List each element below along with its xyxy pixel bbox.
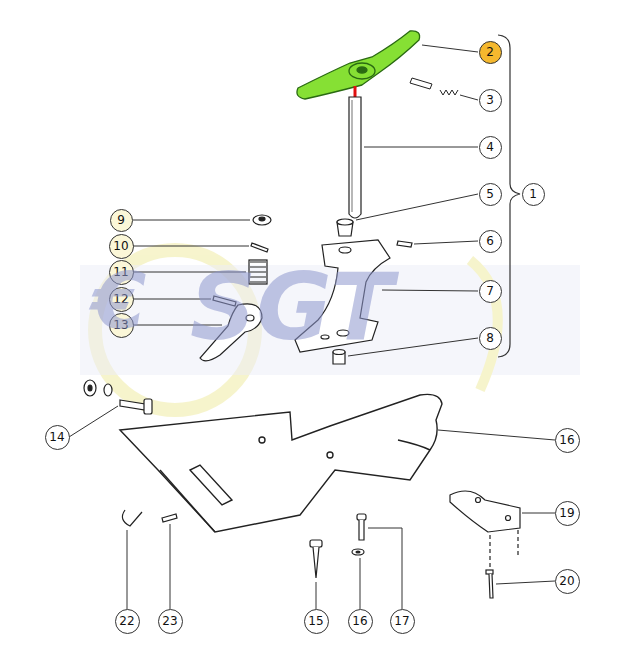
callout-number: 3 (479, 89, 502, 112)
callout-text: 17 (394, 615, 409, 627)
callout-number: 7 (479, 280, 502, 303)
bolt-nut-washer (84, 380, 152, 414)
callout-text: 20 (559, 575, 574, 587)
watermark-text: SGT (190, 262, 393, 354)
callout-text: 7 (486, 285, 494, 297)
callout-text: 23 (162, 615, 177, 627)
callout-text: 16 (559, 434, 574, 446)
callout-number: 10 (109, 234, 134, 259)
small-hardware (122, 510, 366, 578)
callout-number: 2 (479, 41, 502, 64)
watermark-emblem (80, 250, 580, 410)
callout-number: 4 (479, 136, 502, 159)
small-bracket (450, 491, 520, 598)
shaft-rod (349, 97, 361, 218)
callout-text: 14 (49, 431, 64, 443)
callout-text: 4 (486, 141, 494, 153)
callout-number: 5 (479, 183, 502, 206)
callout-text: 10 (113, 240, 128, 252)
callout-number: 14 (45, 425, 70, 450)
callout-number: 23 (158, 609, 183, 634)
callout-number: 16 (348, 609, 373, 634)
callout-number: 9 (110, 209, 133, 232)
callout-text: 8 (486, 332, 494, 344)
handle-pin-mark (354, 86, 357, 97)
leader-lines (69, 45, 555, 609)
callout-number: 6 (479, 230, 502, 253)
callout-text: 15 (308, 615, 323, 627)
callout-number: 20 (555, 569, 580, 594)
skid-plate (120, 394, 442, 532)
callout-text: 1 (529, 188, 537, 200)
callout-text: 16 (352, 615, 367, 627)
callout-number: 15 (304, 609, 329, 634)
callout-text: 9 (117, 214, 125, 226)
callout-number: 1 (522, 183, 545, 206)
callout-text: 22 (119, 615, 134, 627)
callout-text: 3 (486, 94, 494, 106)
t-handle (297, 31, 420, 99)
callout-text: 2 (486, 46, 494, 58)
callout-text: 19 (559, 507, 574, 519)
callout-number: 22 (115, 609, 140, 634)
callout-text: 5 (486, 188, 494, 200)
watermark-text: € (92, 262, 146, 340)
pin-and-spring (410, 78, 458, 95)
callout-number: 17 (390, 609, 415, 634)
callout-number: 19 (555, 501, 580, 526)
bushing (337, 219, 353, 236)
callout-number: 16 (555, 428, 580, 453)
callout-text: 6 (486, 235, 494, 247)
callout-number: 8 (479, 327, 502, 350)
